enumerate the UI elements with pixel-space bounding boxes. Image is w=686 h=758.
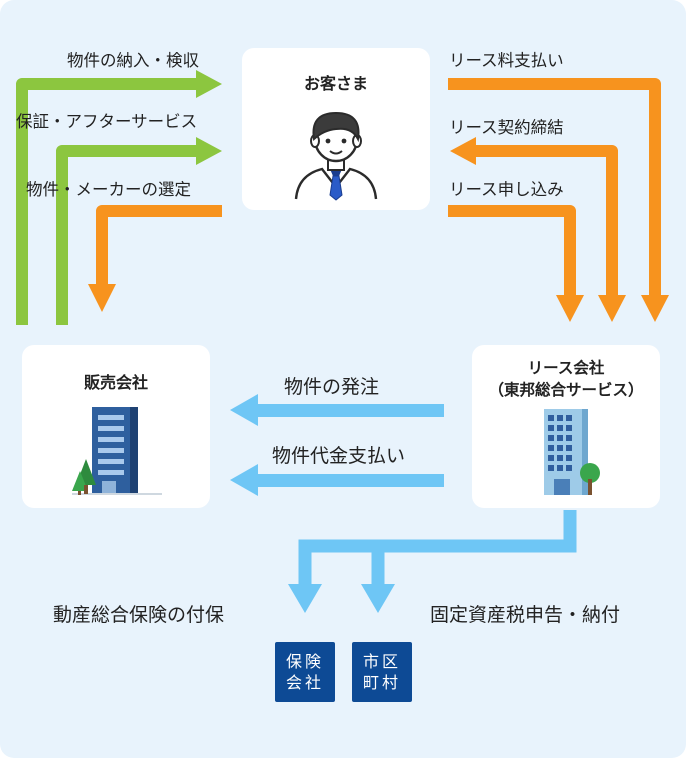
lease-application-arrowhead — [556, 295, 584, 322]
lease-contract-label: リース契約締結 — [449, 118, 564, 137]
warranty-label: 保証・アフターサービス — [16, 112, 198, 131]
warranty-arrowhead — [196, 137, 222, 165]
office-building-icon — [72, 407, 162, 495]
warranty-arrow-line — [56, 145, 196, 325]
sales-company-box: 販売会社 — [22, 345, 210, 508]
lease-contract-tail-arrowhead — [598, 295, 626, 322]
selection-arrowhead — [88, 284, 116, 312]
municipality-line2: 町村 — [362, 673, 401, 692]
price-payment-arrowhead — [230, 464, 258, 496]
sales-company-title: 販売会社 — [83, 373, 148, 392]
tax-label: 固定資産税申告・納付 — [430, 604, 621, 626]
order-arrowhead — [230, 394, 258, 426]
lease-company-box: リース会社 （東邦総合サービス） — [472, 345, 660, 508]
price-payment-label: 物件代金支払い — [272, 445, 406, 467]
insurance-label: 動産総合保険の付保 — [53, 604, 225, 626]
insurance-company-line1: 保険 — [285, 652, 324, 671]
tax-arrowhead — [361, 584, 395, 613]
lease-company-name: リース会社 — [527, 359, 605, 377]
delivery-label: 物件の納入・検収 — [67, 51, 199, 70]
delivery-arrowhead — [196, 70, 222, 98]
lease-contract-arrow-line — [476, 145, 618, 295]
insurance-arrow-line — [298, 510, 577, 584]
order-arrow-line — [256, 404, 444, 417]
selection-label: 物件・メーカーの選定 — [26, 180, 191, 199]
lease-company-title: リース会社 （東邦総合サービス） — [472, 357, 660, 401]
insurance-company-tag: 保険 会社 — [275, 642, 335, 702]
price-payment-arrow-line — [256, 474, 444, 487]
order-label: 物件の発注 — [284, 376, 380, 398]
lease-application-label: リース申し込み — [449, 180, 564, 199]
selection-arrow-line — [96, 205, 222, 284]
lease-payment-label: リース料支払い — [449, 51, 564, 70]
delivery-arrow-line — [16, 78, 196, 325]
insurance-company-line2: 会社 — [285, 673, 324, 692]
office-tower-icon — [544, 409, 600, 495]
municipality-line1: 市区 — [362, 652, 401, 671]
lease-application-arrow-line — [448, 205, 576, 295]
insurance-arrowhead — [288, 584, 322, 613]
lease-payment-arrowhead — [641, 295, 669, 322]
lease-payment-arrow-line — [448, 78, 661, 295]
municipality-tag: 市区 町村 — [352, 642, 412, 702]
customer-box: お客さま — [242, 48, 430, 210]
lease-contract-arrowhead — [450, 137, 476, 165]
green-arrows — [16, 78, 196, 325]
customer-person-icon — [294, 111, 378, 201]
lease-company-subname: （東邦総合サービス） — [488, 381, 644, 399]
customer-title: お客さま — [303, 74, 368, 93]
